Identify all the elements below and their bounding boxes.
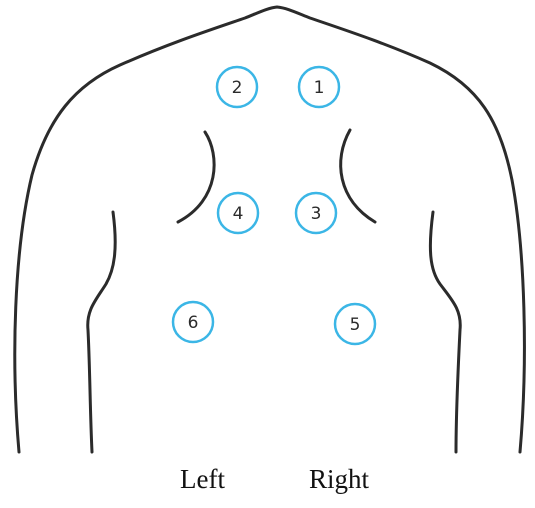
point-6-marker[interactable]: 6 [173, 302, 213, 342]
point-1-label: 1 [314, 78, 325, 98]
point-1-marker[interactable]: 1 [299, 67, 339, 107]
point-2-marker[interactable]: 2 [217, 67, 257, 107]
point-3-marker[interactable]: 3 [296, 193, 336, 233]
left-armpit-line [88, 212, 115, 452]
point-4-marker[interactable]: 4 [218, 193, 258, 233]
point-4-label: 4 [233, 204, 244, 224]
right-scapula-line [341, 130, 375, 222]
right-armpit-line [430, 212, 460, 452]
point-5-label: 5 [350, 315, 361, 335]
left-side-label: Left [180, 466, 225, 493]
left-scapula-line [178, 132, 214, 222]
right-side-label: Right [309, 466, 369, 493]
point-2-label: 2 [232, 78, 243, 98]
point-3-label: 3 [311, 204, 322, 224]
point-5-marker[interactable]: 5 [335, 304, 375, 344]
point-6-label: 6 [188, 313, 199, 333]
